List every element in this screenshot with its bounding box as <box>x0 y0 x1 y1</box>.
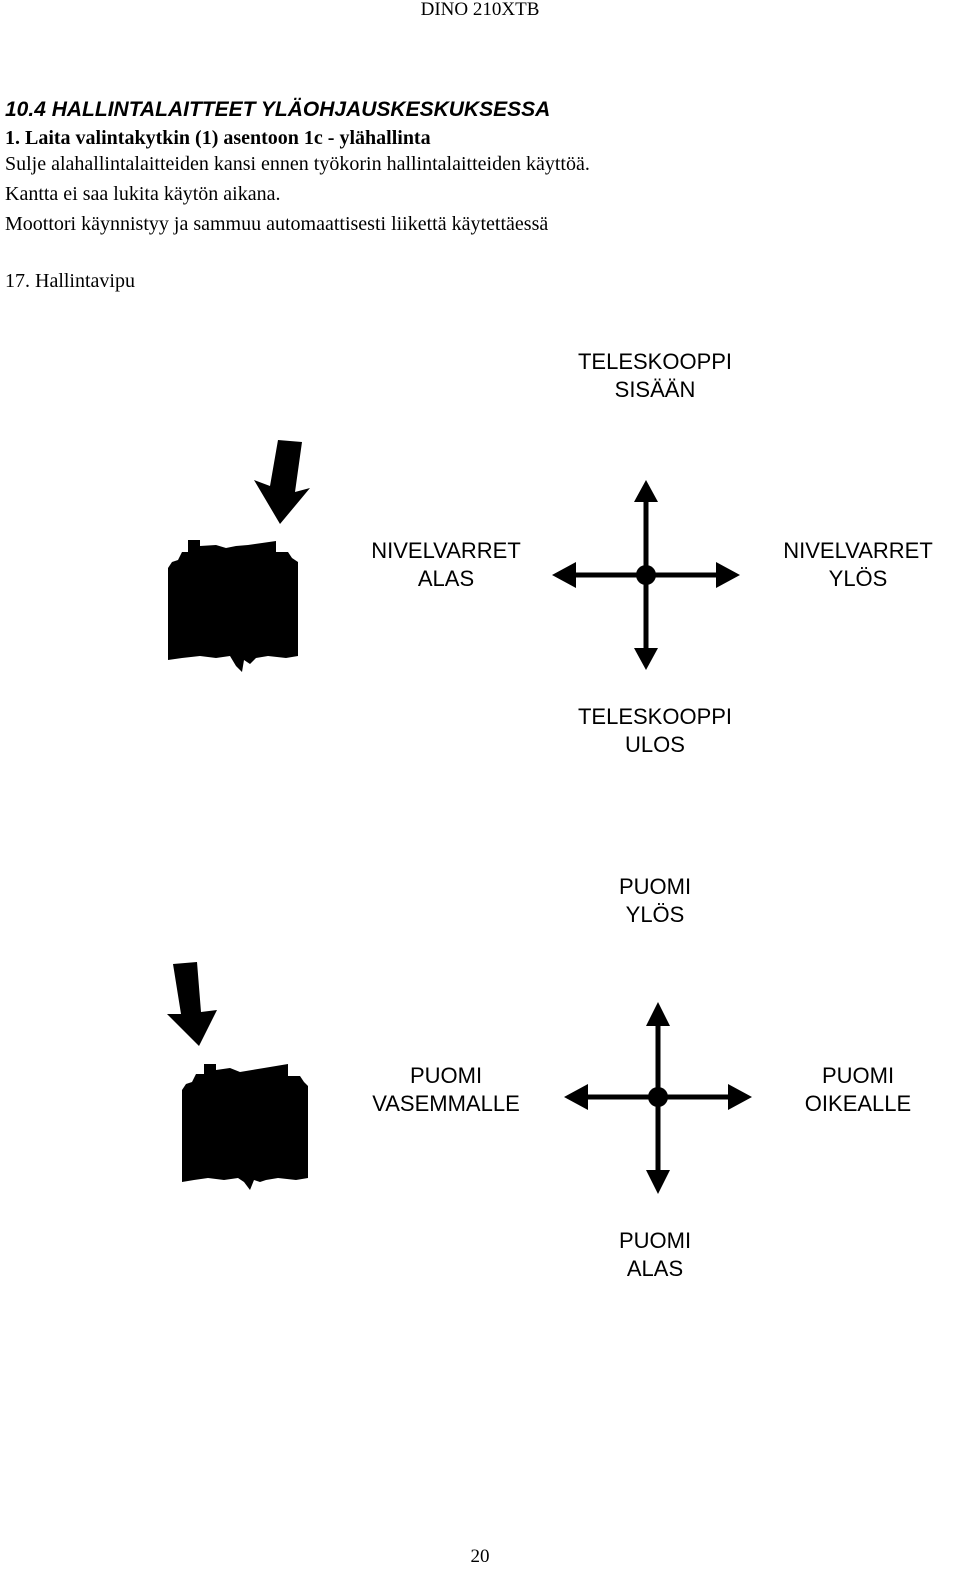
down-arrow-icon <box>254 440 310 524</box>
instruction-line-3: Moottori käynnistyy ja sammuu automaatti… <box>5 213 549 235</box>
down-arrow-icon <box>167 962 217 1046</box>
section-heading: 10.4 HALLINTALAITTEET YLÄOHJAUSKESKUKSES… <box>5 98 551 121</box>
instruction-line-1: Sulje alahallintalaitteiden kansi ennen … <box>5 153 590 175</box>
step-instruction: 1. Laita valintakytkin (1) asentoon 1c -… <box>5 127 431 149</box>
control-lever-icon <box>168 540 298 672</box>
four-way-arrow-icon <box>564 1002 752 1194</box>
lever-caption: 17. Hallintavipu <box>5 270 135 292</box>
four-way-arrow-icon <box>552 480 740 670</box>
page-number: 20 <box>470 1546 490 1567</box>
running-header: DINO 210XTB <box>420 0 540 20</box>
instruction-line-2: Kantta ei saa lukita käytön aikana. <box>5 183 281 205</box>
control-lever-icon <box>182 1064 308 1190</box>
